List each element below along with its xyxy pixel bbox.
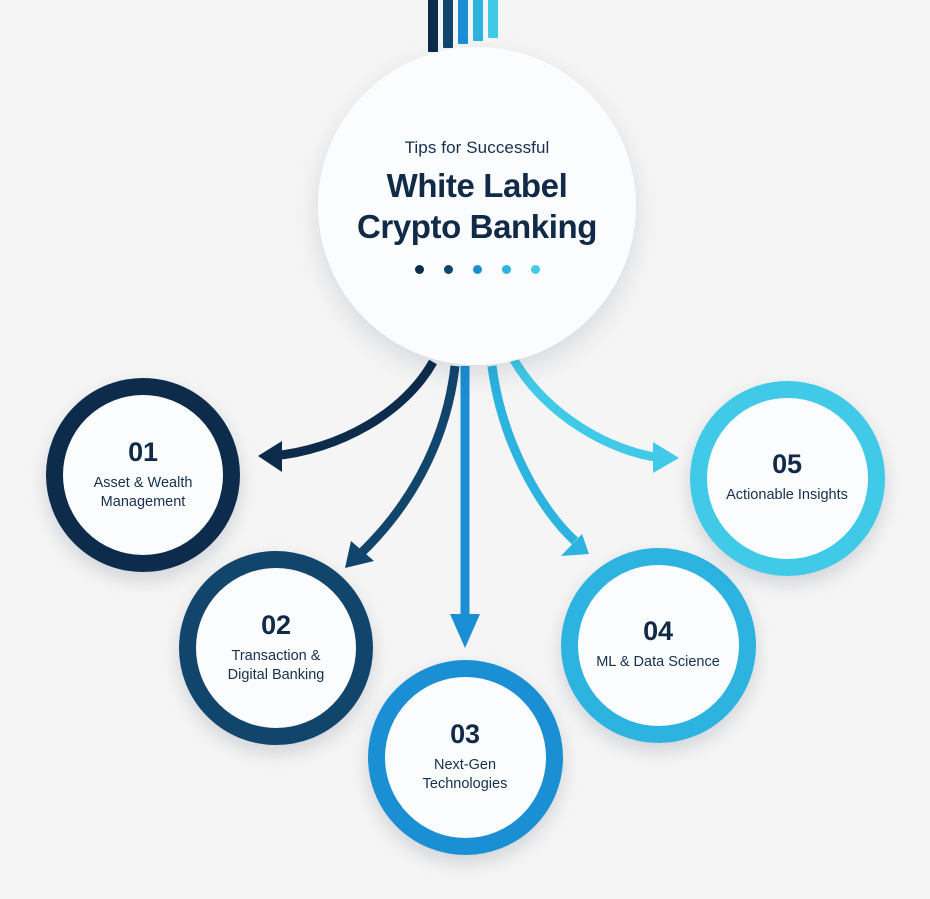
node-number: 02 [261,609,291,640]
arrow-to-01 [258,359,437,472]
top-bar-5 [488,0,498,38]
hero-title-line-2: Crypto Banking [356,208,598,245]
top-bar-3 [458,0,468,44]
node-label: ML & Data Science [596,654,720,671]
node-number: 05 [772,449,802,480]
hero-circle: Tips for Successful White Label Crypto B… [318,47,636,365]
hero-dot-2 [443,265,453,275]
node-label: Actionable Insights [726,487,848,504]
node-label: Transaction & Digital Banking [227,647,325,683]
arrow-to-04 [487,365,589,556]
arrow-to-03 [450,366,480,648]
arrow-to-03-head [450,614,480,648]
hero-dot-5 [530,265,540,275]
hero-dot-1 [414,265,424,275]
top-bar-group [428,0,508,54]
node-label: Next-Gen Technologies [422,756,508,792]
arrow-to-01-head [258,441,282,472]
arrow-to-02 [345,365,460,568]
arrow-to-05-head [653,442,679,473]
top-bar-1 [428,0,438,52]
node-number: 04 [643,616,673,647]
hero-title-line-1: White Label [386,166,568,204]
hero-kicker: Tips for Successful [404,137,550,157]
node-label: Asset & Wealth Management [93,474,193,510]
arrow-to-04-head [561,534,589,556]
node-number: 03 [450,718,480,749]
hero-dot-row [414,265,540,275]
hero-dot-3 [472,265,482,275]
arrow-to-02-head [345,541,374,568]
top-bar-2 [443,0,453,48]
hero-dot-4 [501,265,511,275]
top-bar-4 [473,0,483,41]
hero-title: White Label Crypto Banking [357,165,597,248]
arrow-to-05 [510,357,679,473]
node-number: 01 [128,436,158,467]
node-circle-04[interactable]: 04 ML & Data Science [560,547,756,743]
